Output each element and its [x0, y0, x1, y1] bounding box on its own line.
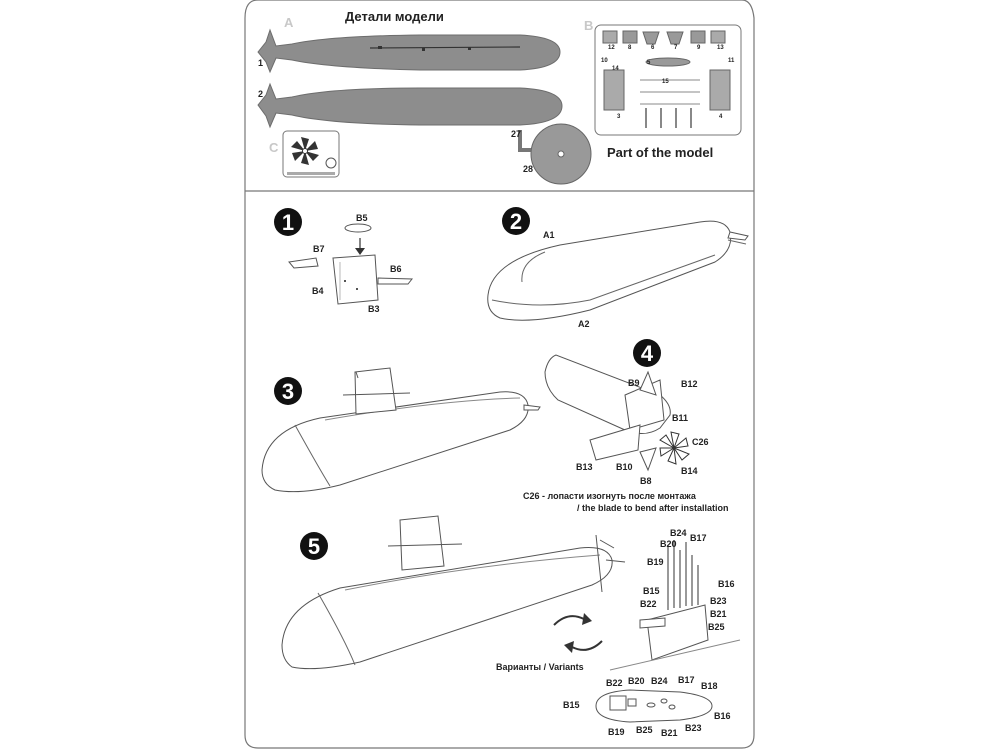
variant-label-b17: B17	[678, 675, 695, 685]
variant-label-b19: B19	[608, 727, 625, 737]
sprue-b-part-number: 14	[612, 66, 619, 72]
parts-title-en: Part of the model	[607, 145, 713, 160]
variant-label-b18: B18	[701, 681, 718, 691]
sprue-b-part-number: 5	[647, 60, 651, 66]
note-c26-en: / the blade to bend after installation	[577, 503, 729, 513]
sprue-c-letter: C	[269, 140, 279, 155]
step5-label-b16: B16	[718, 579, 735, 589]
step5-label-b24: B24	[670, 528, 687, 538]
variant-label-b24: B24	[651, 676, 668, 686]
sprue-b-part-number: 9	[697, 45, 701, 51]
sprue-b-part-number: 12	[608, 45, 615, 51]
step2-label-a1: A1	[543, 230, 555, 240]
sprue-b-part-number: 8	[628, 45, 632, 51]
step4-propeller-icon	[659, 431, 690, 465]
sprue-b-part-number: 15	[662, 79, 669, 85]
step-5-number: 5	[308, 534, 320, 559]
part-27-number: 27	[511, 129, 521, 139]
step4-label-b10: B10	[616, 462, 633, 472]
hull-part-a2: 2	[257, 82, 563, 129]
step4-label-b8: B8	[640, 476, 652, 486]
step2-label-a2: A2	[578, 319, 590, 329]
sprue-b-part-number: 4	[719, 114, 723, 120]
step4-label-b14: B14	[681, 466, 698, 476]
sheet-border	[244, 0, 755, 749]
step-3-hull-with-sail	[261, 367, 541, 493]
part-a2-number: 2	[258, 89, 263, 99]
step5-label-b15: B15	[643, 586, 660, 596]
step-1-sail-assembly: B5 B7 B6 B4 B3	[288, 213, 414, 314]
sprue-b-letter: B	[584, 18, 593, 33]
variant-label-b25: B25	[636, 725, 653, 735]
sprue-b-part-number: 10	[601, 58, 608, 64]
variant-label-b15: B15	[563, 700, 580, 710]
part-a1-number: 1	[258, 58, 263, 68]
step5-label-b25: B25	[708, 622, 725, 632]
step-2-hull-assembly: A1 A2	[487, 220, 749, 329]
variant-label-b21: B21	[661, 728, 678, 738]
step5-label-b17: B17	[690, 533, 707, 543]
step-1-bullet: 1	[274, 208, 302, 236]
variant-label-b22: B22	[606, 678, 623, 688]
sprue-a-letter: A	[284, 15, 294, 30]
step-5-bullet: 5	[300, 532, 328, 560]
step-5-full-submarine: B24 B20 B17 B19 B16 B15 B22 B23 B21 B25	[281, 515, 741, 671]
step5-label-b19: B19	[647, 557, 664, 567]
step5-label-b23: B23	[710, 596, 727, 606]
variant-label-b20: B20	[628, 676, 645, 686]
step1-label-b6: B6	[390, 264, 402, 274]
step1-label-b4: B4	[312, 286, 324, 296]
sprue-b-part-number: 13	[717, 45, 724, 51]
step4-label-b9: B9	[628, 378, 640, 388]
step5-label-b21: B21	[710, 609, 727, 619]
variants-sail-top-view: B22 B20 B24 B17 B18 B15 B16 B19 B25 B21 …	[563, 675, 731, 738]
step-3-bullet: 3	[274, 377, 302, 405]
step1-label-b5: B5	[356, 213, 368, 223]
variants-arrows-icon	[553, 613, 603, 653]
sprue-b-part-number: 7	[674, 45, 678, 51]
step-4-number: 4	[641, 341, 654, 366]
step-3-number: 3	[282, 379, 294, 404]
variants-caption: Варианты / Variants	[496, 662, 584, 672]
step-1-number: 1	[282, 210, 294, 235]
sprue-c-photoetch	[282, 130, 340, 178]
step4-label-b11: B11	[672, 413, 688, 423]
variant-label-b16: B16	[714, 711, 731, 721]
sprue-b-part-number: 6	[651, 45, 655, 51]
step4-label-b12: B12	[681, 379, 698, 389]
step4-label-c26: C26	[692, 437, 709, 447]
step-2-number: 2	[510, 209, 522, 234]
step-4-stern-assembly: B9 B12 B11 C26 B13 B10 B14 B8	[544, 354, 709, 486]
step-4-bullet: 4	[633, 339, 661, 367]
step4-label-b13: B13	[576, 462, 593, 472]
step1-label-b7: B7	[313, 244, 325, 254]
parts-title-ru: Детали модели	[345, 9, 444, 24]
sprue-b: 12 8 6 7 9 13 5 10 14 11 15 3 4	[594, 24, 742, 136]
step5-label-b20: B20	[660, 539, 677, 549]
step-2-bullet: 2	[502, 207, 530, 235]
note-c26-ru: C26 - лопасти изогнуть после монтажа	[523, 491, 697, 501]
step5-label-b22: B22	[640, 599, 657, 609]
sprue-b-part-number: 11	[728, 58, 735, 64]
propeller-icon	[291, 137, 319, 165]
stand-parts: 27 28	[511, 123, 592, 185]
variant-label-b23: B23	[685, 723, 702, 733]
hull-part-a1: 1	[257, 28, 561, 74]
sprue-b-part-number: 3	[617, 114, 621, 120]
part-28-number: 28	[523, 164, 533, 174]
step1-label-b3: B3	[368, 304, 380, 314]
